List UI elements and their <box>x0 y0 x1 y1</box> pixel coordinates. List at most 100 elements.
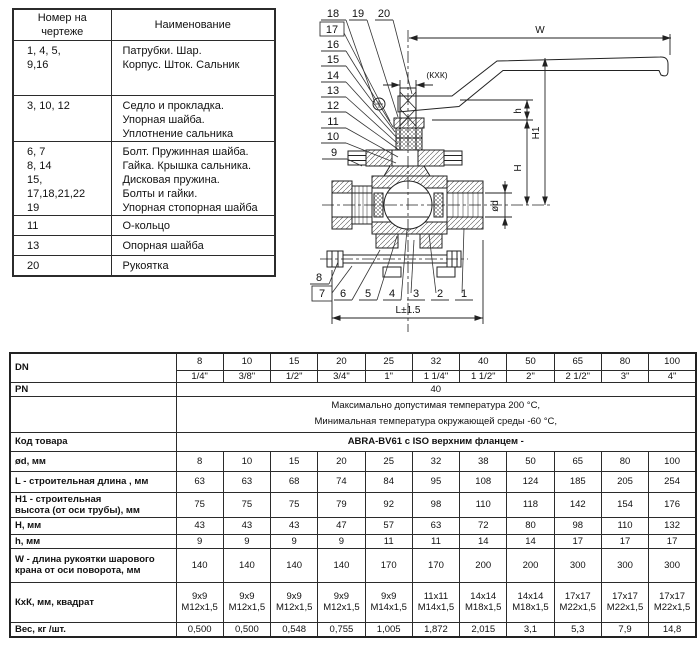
value-cell: 2,015 <box>459 621 508 638</box>
row-label: W - длина рукоятки шарового крана от оси… <box>9 547 177 583</box>
temp-note-min: Минимальная температура окружающей среды… <box>314 416 557 427</box>
part-numbers: 6, 7 8, 14 15, 17,18,21,22 19 <box>12 141 112 216</box>
value-cell: 9x9 M12x1,5 <box>175 581 224 623</box>
value-cell: 300 <box>648 547 697 583</box>
value-cell: 80 <box>506 516 555 535</box>
dn-mm-cell: 40 <box>459 352 508 371</box>
value-cell: 84 <box>364 470 413 493</box>
value-cell: 43 <box>222 516 272 535</box>
dimension-lines <box>331 34 671 324</box>
dim-label-h: h <box>513 108 524 114</box>
parts-table: Номер на чертеже Наименование 1, 4, 5, 9… <box>12 8 276 277</box>
dn-inch-cell: 1" <box>364 369 413 383</box>
value-cell: 65 <box>553 450 602 472</box>
value-cell: 118 <box>506 491 555 518</box>
value-cell: 9 <box>175 533 224 549</box>
callout-leader <box>331 265 353 294</box>
row-label: Вес, кг /шт. <box>9 621 177 638</box>
dim-label-big-h: H <box>513 164 524 171</box>
value-cell: 200 <box>459 547 508 583</box>
value-cell: 72 <box>459 516 508 535</box>
spec-row: H1 - строительная высота (от оси трубы),… <box>9 491 697 518</box>
row-label: КхК, мм, квадрат <box>9 581 177 623</box>
parts-row: 20 Рукоятка <box>12 255 276 276</box>
pn-value: 40 <box>175 381 697 397</box>
value-cell: 205 <box>600 470 650 493</box>
callout-box <box>319 21 345 37</box>
callout-leader <box>400 228 408 301</box>
callout-12: 12 <box>327 100 339 112</box>
part-name: Болт. Пружинная шайба. Гайка. Крышка сал… <box>110 141 276 216</box>
dn-mm-cell: 100 <box>648 352 697 371</box>
value-cell: 63 <box>175 470 224 493</box>
row-label: L - строительная длина , мм <box>9 470 177 493</box>
value-cell: 254 <box>648 470 697 493</box>
callout-20: 20 <box>378 8 390 20</box>
value-cell: 110 <box>600 516 650 535</box>
value-cell: 9 <box>317 533 366 549</box>
value-cell: 11 <box>411 533 461 549</box>
value-cell: 9x9 M14x1,5 <box>364 581 413 623</box>
dimension-labels: W (КХК) h H1 H ød L±1.5 <box>396 25 546 316</box>
callout-leader <box>345 127 399 158</box>
value-cell: 9x9 M12x1,5 <box>270 581 319 623</box>
temp-note-cell: Максимально допустимая температура 200 °… <box>175 395 697 433</box>
callout-leader <box>345 96 399 145</box>
value-cell: 185 <box>553 470 602 493</box>
callout-15: 15 <box>327 54 339 66</box>
callout-5: 5 <box>365 288 371 300</box>
callout-leader <box>345 19 376 104</box>
value-cell: 14 <box>506 533 555 549</box>
part-numbers: 20 <box>12 255 112 276</box>
callout-13: 13 <box>327 85 339 97</box>
value-cell: 43 <box>270 516 319 535</box>
callout-leader <box>366 19 399 118</box>
row-label-pn: PN <box>9 381 177 397</box>
callout-leader <box>345 65 396 133</box>
spec-row: Максимально допустимая температура 200 °… <box>9 395 697 433</box>
dn-inch-cell: 1/2" <box>270 369 319 383</box>
callout-leader <box>351 249 381 301</box>
parts-row: 3, 10, 12 Седло и прокладка. Упорная шай… <box>12 95 276 142</box>
value-cell: 17x17 M22x1,5 <box>600 581 650 623</box>
value-cell: 25 <box>364 450 413 472</box>
callout-9: 9 <box>331 147 337 159</box>
value-cell: 7,9 <box>600 621 650 638</box>
parts-col1-header: Номер на чертеже <box>12 8 112 41</box>
value-cell: 110 <box>459 491 508 518</box>
part-numbers: 3, 10, 12 <box>12 95 112 142</box>
dn-mm-cell: 15 <box>270 352 319 371</box>
dn-inch-cell: 3/8" <box>222 369 272 383</box>
dn-mm-cell: 25 <box>364 352 413 371</box>
value-cell: 154 <box>600 491 650 518</box>
dn-inch-cell: 2 1/2" <box>553 369 602 383</box>
callout-3: 3 <box>413 288 419 300</box>
parts-row: 6, 7 8, 14 15, 17,18,21,22 19 Болт. Пруж… <box>12 141 276 216</box>
value-cell: 17 <box>553 533 602 549</box>
value-cell: 98 <box>411 491 461 518</box>
callout-leader <box>392 19 413 95</box>
parts-row: 1, 4, 5, 9,16 Патрубки. Шар. Корпус. Што… <box>12 40 276 96</box>
value-cell: 75 <box>270 491 319 518</box>
row-label-code: Код товара <box>9 431 177 452</box>
part-numbers: 13 <box>12 235 112 256</box>
dn-mm-cell: 80 <box>600 352 650 371</box>
callout-leader <box>345 142 397 164</box>
dn-mm-cell: 8 <box>175 352 224 371</box>
value-cell: 75 <box>175 491 224 518</box>
value-cell: 140 <box>270 547 319 583</box>
value-cell: 14 <box>459 533 508 549</box>
value-cell: 32 <box>411 450 461 472</box>
parts-col2-header: Наименование <box>110 8 276 41</box>
dn-inch-cell: 1 1/4" <box>411 369 461 383</box>
callout-leader <box>428 233 437 294</box>
callout-8: 8 <box>316 272 322 284</box>
value-cell: 17 <box>600 533 650 549</box>
parts-row: 13 Опорная шайба <box>12 235 276 256</box>
callout-18: 18 <box>327 8 339 20</box>
value-cell: 1,005 <box>364 621 413 638</box>
